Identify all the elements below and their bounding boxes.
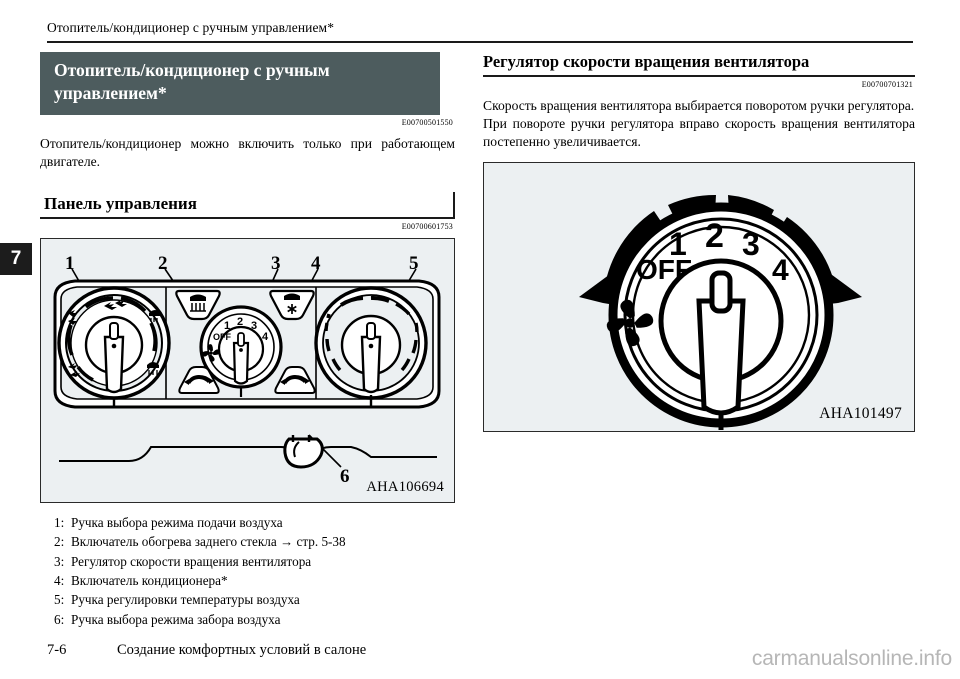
legend-number: 5: (54, 592, 65, 608)
control-panel-figure: OFF 1 2 3 4 (40, 237, 455, 503)
left-column: Отопитель/кондиционер с ручным управлени… (40, 52, 455, 629)
recirc-icon-left (184, 374, 214, 385)
legend-text: Ручка выбора режима забора воздуха (71, 611, 281, 627)
fan-speed-figure: OFF 1 2 3 4 AHA101497 (483, 162, 915, 433)
legend-item: 4: Включатель кондиционера* (54, 571, 455, 590)
fan-speed-ref-code: E00700701321 (861, 80, 913, 89)
control-panel-subheading-wrap: Панель управления E00700601753 (40, 191, 455, 231)
fan-label-2: 2 (237, 316, 243, 328)
airflow-mode-dial[interactable] (57, 285, 171, 407)
legend-text: Регулятор скорости вращения вентилятора (71, 553, 312, 569)
control-panel-figure-code: AHA106694 (366, 478, 444, 495)
recirc-icon-right (280, 374, 310, 385)
chapter-tab: 7 (0, 243, 32, 275)
banner-title: Отопитель/кондиционер с ручным управлени… (40, 52, 440, 115)
fan-speed-heading: Регулятор скорости вращения вентилятора (483, 52, 915, 77)
callout-2: 2 (158, 253, 168, 274)
fan-label-4-large: 4 (772, 254, 789, 287)
legend-number: 4: (54, 572, 65, 588)
legend-number: 6: (54, 611, 65, 627)
legend-number: 1: (54, 514, 65, 530)
fan-icon (202, 343, 220, 362)
intro-paragraph-text: Отопитель/кондиционер можно включить тол… (40, 135, 455, 169)
callout-6: 6 (340, 466, 350, 487)
callout-5: 5 (409, 253, 419, 274)
legend-item: 5: Ручка регулировки температуры воздуха (54, 590, 455, 609)
temperature-dial[interactable] (314, 285, 428, 407)
banner-ref-code: E00700501550 (401, 117, 453, 127)
callout-numbers: 1 2 3 4 5 6 (65, 253, 419, 487)
fan-dial-scale: OFF 1 2 3 4 (213, 316, 269, 343)
legend-item: 1: Ручка выбора режима подачи воздуха (54, 513, 455, 532)
fan-speed-dial[interactable]: OFF 1 2 3 4 (199, 305, 283, 397)
fan-label-1-large: 1 (669, 226, 687, 262)
fan-speed-figure-code: AHA101497 (819, 405, 902, 423)
fan-speed-paragraph-1: Скорость вращения вентилятора выбирается… (483, 98, 915, 113)
watermark: carmanualsonline.info (751, 647, 952, 670)
control-panel-illustration: OFF 1 2 3 4 (53, 253, 441, 487)
running-head-rule (47, 41, 913, 43)
control-panel-subheading: Панель управления (40, 191, 455, 219)
running-head: Отопитель/кондиционер с ручным управлени… (47, 20, 335, 35)
fan-speed-body: Скорость вращения вентилятора выбирается… (483, 97, 915, 151)
control-panel-legend: 1: Ручка выбора режима подачи воздуха 2:… (40, 513, 455, 629)
legend-item: 2: Включатель обогрева заднего стекла → … (54, 532, 455, 551)
fan-label-2-large: 2 (705, 217, 724, 255)
legend-item: 3: Регулятор скорости вращения вентилято… (54, 552, 455, 571)
legend-number: 2: (54, 534, 65, 550)
recirculation-button-right[interactable] (274, 365, 316, 394)
fan-speed-dial-large[interactable]: OFF 1 2 3 4 (606, 202, 834, 431)
rear-defogger-button[interactable] (175, 289, 221, 320)
legend-text: Ручка регулировки температуры воздуха (71, 592, 300, 608)
fan-label-off-large: OFF (636, 254, 692, 285)
fan-label-off: OFF (213, 332, 231, 342)
legend-number: 3: (54, 553, 65, 569)
intro-paragraph: Отопитель/кондиционер можно включить тол… (40, 135, 455, 171)
legend-text: Включатель обогрева заднего стекла → стр… (71, 534, 346, 550)
page-number: 7-6 (47, 642, 67, 658)
fan-label-3: 3 (251, 320, 257, 332)
legend-item: 6: Ручка выбора режима забора воздуха (54, 610, 455, 629)
fan-dial-scale-large: OFF 1 2 3 4 (636, 217, 789, 287)
callout-3: 3 (271, 253, 281, 274)
snowflake-icon (287, 303, 297, 314)
footer-section-title: Создание комфортных условий в салоне (117, 642, 367, 658)
right-column: Регулятор скорости вращения вентилятора … (483, 52, 915, 433)
dash-contour (59, 445, 437, 462)
page-footer: 7-6 Создание комфортных условий в салоне (47, 642, 366, 659)
control-panel-ref-code: E00700601753 (401, 221, 453, 231)
fan-icon-large (606, 300, 654, 347)
fan-dial-illustration: OFF 1 2 3 4 (579, 195, 862, 431)
fan-label-1: 1 (224, 320, 230, 332)
callout-4: 4 (311, 253, 321, 274)
ac-button[interactable] (269, 289, 315, 320)
legend-text: Включатель кондиционера* (71, 572, 228, 588)
recirculation-button-left[interactable] (178, 365, 220, 394)
defogger-icon (190, 302, 206, 312)
fan-speed-paragraph-2: При повороте ручки регулятора вправо ско… (483, 116, 915, 150)
airflow-mode-icons (68, 299, 161, 377)
fan-label-3-large: 3 (742, 226, 760, 262)
air-intake-knob[interactable] (283, 434, 324, 469)
callout-1: 1 (65, 253, 75, 274)
fan-label-4: 4 (262, 331, 269, 343)
temperature-scale-marks (324, 295, 419, 371)
legend-text: Ручка выбора режима подачи воздуха (71, 514, 283, 530)
